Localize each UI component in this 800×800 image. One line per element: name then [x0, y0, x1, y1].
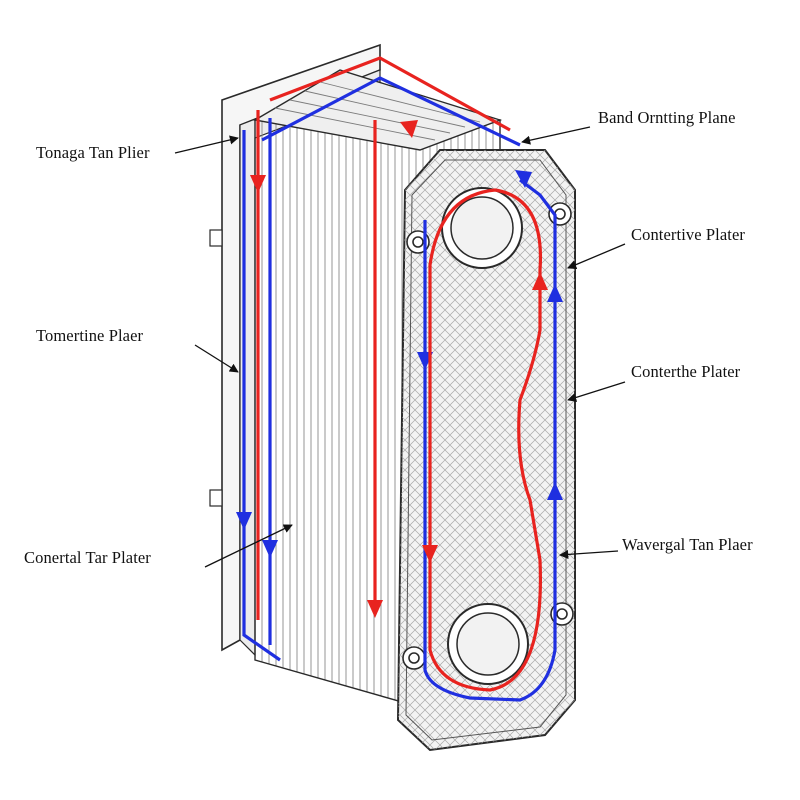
cold-flow-path	[242, 76, 557, 702]
leader-lines	[174, 126, 626, 568]
label-left-middle: Tomertine Plaer	[36, 326, 144, 345]
port-top	[441, 187, 523, 269]
hot-flow-arrows	[250, 120, 548, 618]
back-frame-plate	[209, 43, 381, 657]
label-right-top: Band Orntting Plane	[598, 108, 736, 127]
label-left-top: Tonaga Tan Plier	[36, 143, 150, 162]
label-right-lower: Wavergal Tan Plaer	[622, 535, 753, 554]
hot-flow-path	[256, 56, 543, 692]
label-right-upper: Contertive Plater	[631, 225, 745, 244]
port-bottom	[447, 603, 529, 685]
label-left-bottom: Conertal Tar Plater	[24, 548, 151, 567]
front-plate	[396, 149, 576, 752]
label-right-middle: Conterthe Plater	[631, 362, 741, 381]
cold-flow-arrows	[236, 170, 563, 558]
